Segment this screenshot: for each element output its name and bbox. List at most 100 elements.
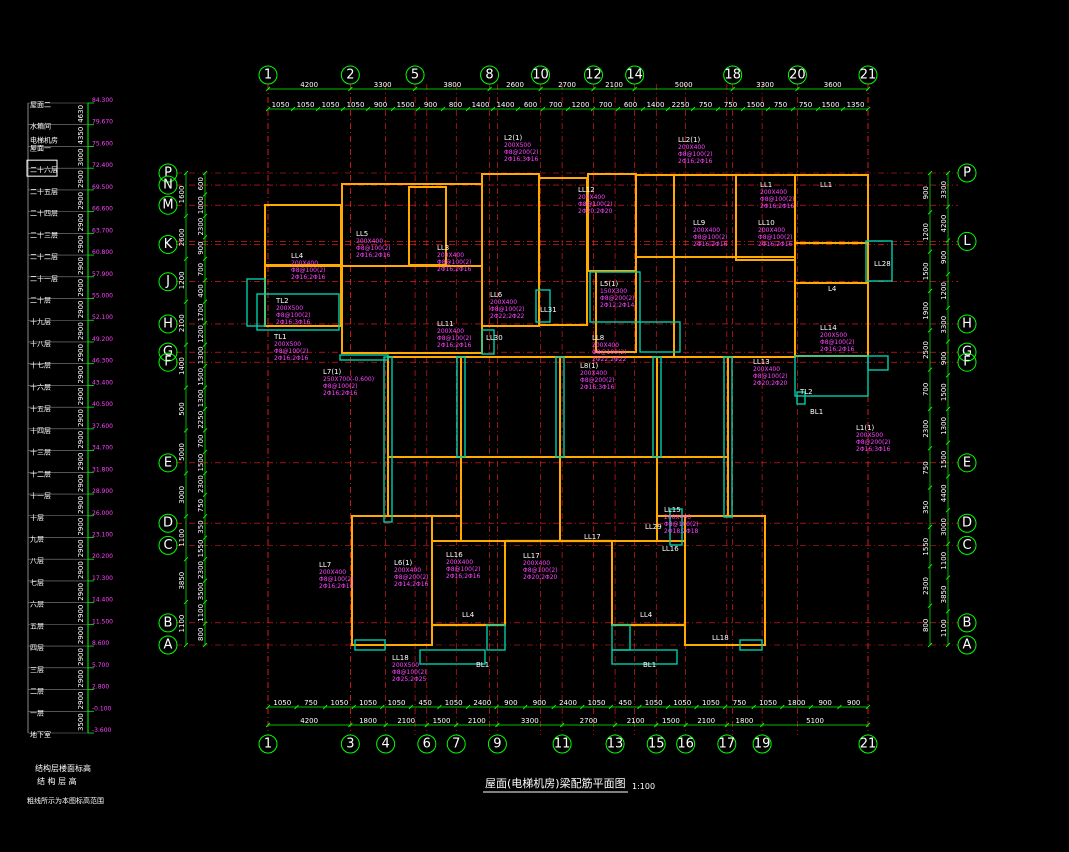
dim-right-minor-tick (927, 446, 933, 451)
beam-tag-bl1: BL1 (810, 408, 823, 416)
beam-tag-ll16: LL16 (662, 545, 679, 553)
dim-top-minor-value: 1050 (347, 101, 365, 109)
dim-bottom-minor-tick (265, 704, 271, 710)
storey-name: 二层 (30, 688, 44, 696)
dim-right-major-tick (945, 204, 951, 210)
storey-name: 七层 (30, 578, 44, 587)
dim-top-major-value: 3300 (374, 81, 392, 89)
dim-left-minor-tick (202, 235, 208, 240)
storey-elevation: 17.300 (92, 575, 113, 582)
grid-right-B-bubble (957, 613, 977, 633)
dim-bottom-minor-value: 1050 (273, 699, 291, 707)
beam-bay (460, 456, 561, 542)
dim-right-major-tick (945, 339, 951, 344)
dim-bottom-minor-value: 900 (533, 699, 546, 707)
dim-top-major-value: 5000 (675, 81, 693, 89)
beam-section: 200X400 (580, 370, 607, 377)
dim-left-major-tick (183, 513, 189, 519)
beam-section: 200X400 (693, 227, 720, 234)
beam-section: 200X400 (291, 260, 318, 267)
storey-elevation: 37.600 (92, 423, 113, 430)
dim-bottom-major-value: 1800 (736, 717, 754, 725)
storey-elevation: 49.200 (92, 336, 113, 343)
dim-left-minor-value: 1500 (197, 368, 205, 386)
dim-bottom-minor-tick (808, 704, 814, 710)
dim-top-major-tick (865, 86, 871, 92)
storey-name: 二十层 (30, 296, 51, 305)
beam-rebar: 2Φ20;2Φ20 (578, 208, 613, 215)
dim-left-minor-value: 2300 (197, 218, 205, 236)
grid-bottom-4-bubble (376, 734, 396, 754)
storey-name: 二十五层 (30, 187, 58, 196)
dim-top-major-tick (265, 86, 271, 92)
dim-bottom-minor-tick (351, 704, 357, 710)
beam-rebar: 2Φ16;2Φ16 (356, 252, 391, 259)
dim-left-major-value: 3000 (178, 486, 186, 504)
dim-left-minor-tick (202, 642, 208, 648)
beam-rebar: 2Φ20;2Φ20 (523, 574, 558, 581)
storey-elevation: 66.600 (92, 206, 113, 213)
beam-section: 200X400 (437, 252, 464, 259)
storey-elevation: 20.200 (92, 553, 113, 560)
grid-bottom-15-bubble (646, 734, 666, 754)
dim-left-minor-tick (202, 449, 208, 455)
beam-rebar: 2Φ18;2Φ18 (664, 528, 699, 535)
dim-left-minor-value: 1100 (197, 604, 205, 622)
dim-bottom-minor-tick (865, 704, 871, 710)
shear-wall (611, 624, 631, 651)
beam-rebar: 2Φ16;3Φ16 (504, 156, 539, 163)
beam-rebar: Φ8@200(2) (394, 574, 429, 581)
dim-top-major-value: 2700 (558, 81, 576, 89)
beam-section: 200X500 (276, 305, 303, 312)
grid-bottom-17-label: 17 (719, 737, 736, 752)
dim-top-major-value: 4200 (300, 81, 318, 89)
dim-right-major-tick (945, 271, 951, 277)
dim-top-major-tick (730, 86, 736, 92)
storey-name: 十一层 (30, 491, 51, 500)
beam-rebar: Φ8@100(2) (437, 259, 472, 266)
dim-bottom-major-value: 4200 (300, 717, 318, 725)
grid-left-J-label: J (165, 274, 170, 289)
dim-right-major-tick (945, 575, 951, 580)
beam-rebar: 2Φ20;2Φ20 (753, 380, 788, 387)
beam-tag-ll18: LL18 (712, 634, 729, 642)
shear-wall (246, 278, 266, 327)
dim-left-major-value: 1100 (178, 529, 186, 547)
grid-right-L-bubble (957, 231, 977, 251)
dim-top-minor-value: 1500 (747, 101, 765, 109)
dim-bottom-minor-value: 900 (504, 699, 517, 707)
beam-name: TL1 (273, 333, 287, 341)
dim-left-minor-tick (202, 277, 208, 283)
beam-rebar: Φ8@100(2) (291, 267, 326, 274)
dim-top-major-tick (538, 86, 543, 92)
dim-top-minor-value: 700 (549, 101, 562, 109)
storey-name: 十九层 (30, 317, 51, 326)
grid-bottom-13-label: 13 (607, 737, 624, 752)
dim-top-minor-tick (640, 106, 646, 112)
grid-top-10-bubble (531, 65, 551, 85)
beam-name: L2(1) (504, 134, 523, 142)
beam-name: LL17 (523, 552, 540, 560)
dim-bottom-minor-value: 1050 (645, 699, 663, 707)
storey-height: 2900 (77, 170, 85, 188)
beam-name: LL17 (584, 533, 601, 541)
grid-right-A-bubble (957, 635, 977, 655)
grid-top-14-label: 14 (626, 68, 643, 83)
beam-tag-l4: L4 (828, 285, 837, 293)
beam-rebar: 2Φ16;3Φ16 (856, 446, 891, 453)
grid-bottom-21-bubble (858, 734, 878, 754)
shear-wall (589, 271, 641, 323)
dim-right-major-tick (945, 406, 951, 412)
shear-wall (796, 391, 806, 405)
grid-left-B-bubble (158, 613, 178, 633)
dim-bottom-major-value: 2100 (627, 717, 645, 725)
dim-bottom-minor-value: 450 (618, 699, 631, 707)
beam-name: L7(1) (323, 368, 342, 376)
dim-left-minor-value: 350 (197, 520, 205, 533)
dim-left-minor-value: 2250 (197, 411, 205, 429)
dim-right-minor-value: 2500 (922, 341, 930, 359)
